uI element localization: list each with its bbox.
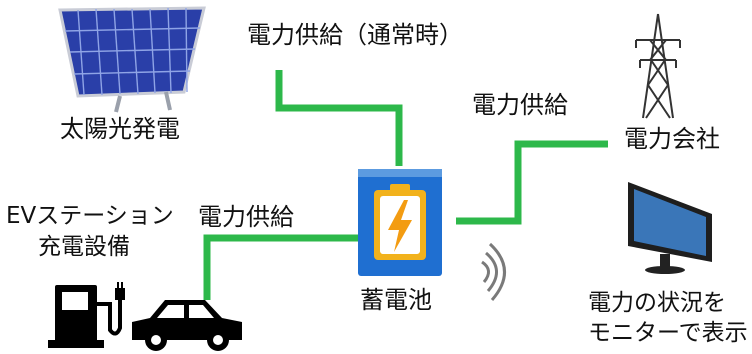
utility-battery-connector [456,140,608,225]
edge-label-utility-battery: 電力供給 [472,91,568,119]
car-icon [132,300,242,351]
utility-label: 電力会社 [624,125,720,153]
monitor-label-line2: モニターで表示 [588,320,748,346]
battery-ev-connector [203,234,358,300]
solar-label: 太陽光発電 [60,115,180,143]
battery-label: 蓄電池 [360,286,432,314]
edge-label-solar-battery: 電力供給（通常時） [247,21,463,49]
ev-station-label-line2: 充電設備 [38,234,130,260]
wireless-signal-icon [481,242,506,301]
ev-charger-icon [48,282,125,348]
battery-icon [358,169,442,276]
solar-panel-icon [58,6,206,113]
solar-battery-connector [275,70,403,166]
power-tower-icon [635,13,681,119]
ev-station-label-line1: EVステーション [6,203,174,229]
monitor-icon [628,182,712,274]
edge-label-battery-ev: 電力供給 [198,203,294,231]
monitor-label-line1: 電力の状況を [588,290,726,316]
